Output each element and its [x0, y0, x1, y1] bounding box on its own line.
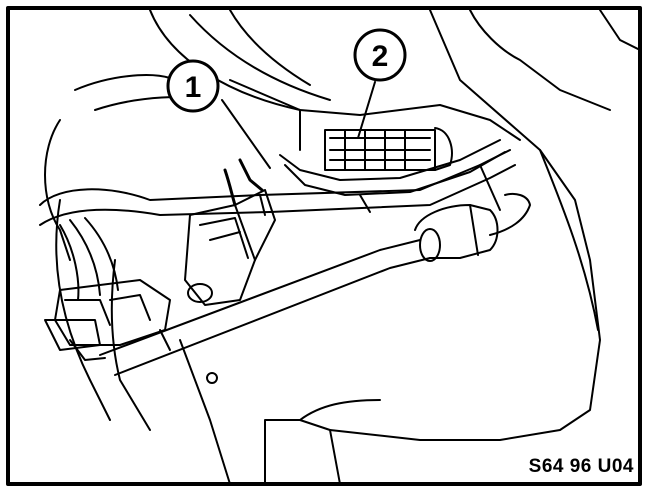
callout-2: 2	[353, 28, 407, 82]
figure-border	[6, 6, 642, 486]
callout-number-1: 1	[185, 71, 202, 104]
connector-2	[324, 127, 453, 171]
connector-1	[184, 158, 276, 306]
figure-code: S64 96 U04	[528, 456, 634, 477]
callout-1: 1	[166, 59, 220, 113]
callout-leaders	[221, 81, 376, 169]
vehicle-body-panels	[44, 9, 641, 485]
callout-circle-2	[353, 28, 407, 82]
callout-number-2: 2	[372, 40, 389, 73]
wiring-harness	[39, 139, 516, 376]
callout-circle-1	[166, 59, 220, 113]
left-connector-block	[44, 279, 171, 361]
